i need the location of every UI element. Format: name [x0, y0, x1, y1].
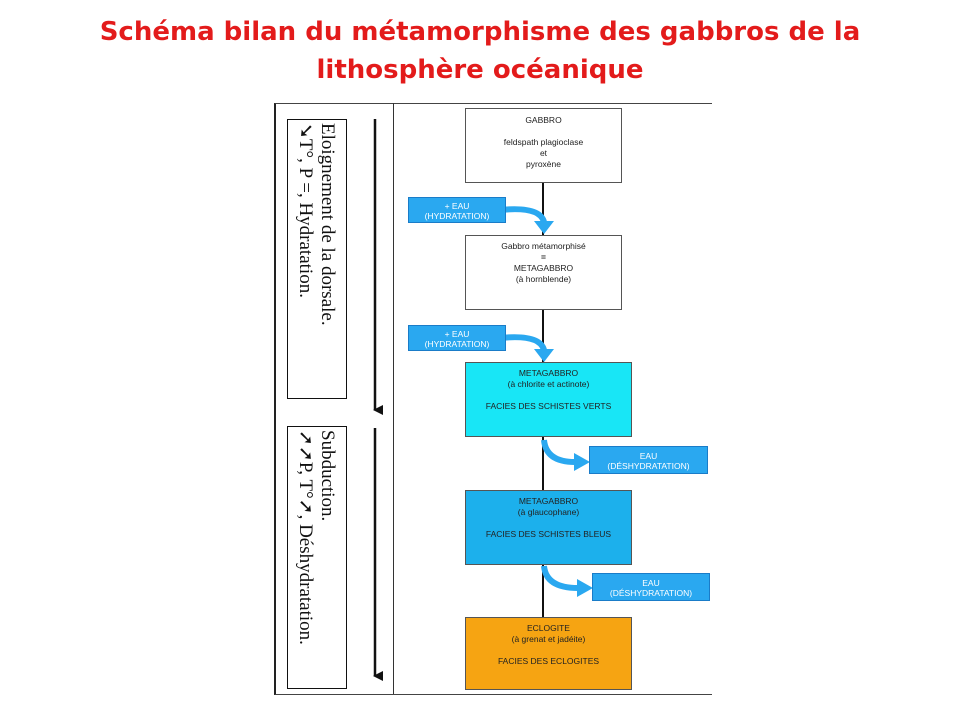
rock-box-schistes-verts: METAGABBRO (à chlorite et actinote) FACI… [465, 362, 632, 437]
rock-text: FACIES DES ECLOGITES [497, 656, 600, 666]
water-label-text: EAU [639, 451, 658, 461]
rock-text: (à grenat et jadéite) [511, 634, 586, 644]
rock-text: (à chlorite et actinote) [507, 379, 590, 389]
rock-text [466, 518, 631, 529]
rock-text [466, 645, 631, 656]
rock-text: FACIES DES SCHISTES BLEUS [485, 529, 612, 539]
water-input-label-2: + EAU (HYDRATATION) [408, 325, 506, 351]
phase-1-title: Eloignement de la dorsale. [317, 123, 338, 326]
phase-2-conditions: ➚➚P, T°➚, Déshydratation. [295, 430, 316, 645]
rock-text: GABBRO [525, 115, 562, 125]
water-output-label-2: EAU (DÉSHYDRATATION) [592, 573, 710, 601]
rock-text: METAGABBRO [513, 263, 574, 273]
rock-text: (à glaucophane) [517, 507, 580, 517]
rock-box-metagabbro-hornblende: Gabbro métamorphisé = METAGABBRO (à horn… [465, 235, 622, 310]
title-line-2: lithosphère océanique [316, 55, 644, 85]
water-input-label-1: + EAU (HYDRATATION) [408, 197, 506, 223]
rock-text [466, 390, 631, 401]
water-label-text: + EAU [444, 201, 470, 211]
water-label-text: (HYDRATATION) [424, 339, 490, 349]
phase-1-conditions: ➘T°, P =, Hydratation. [295, 123, 316, 298]
water-input-arrow-2 [499, 334, 547, 352]
rock-text: ECLOGITE [527, 623, 570, 633]
phase-box-subduction [287, 426, 347, 689]
rock-text: (à hornblende) [515, 274, 572, 284]
diagram-frame [274, 103, 712, 695]
rock-text: Gabbro métamorphisé [501, 241, 586, 251]
water-label-text: + EAU [444, 329, 470, 339]
water-label-text: (HYDRATATION) [424, 211, 490, 221]
water-output-arrow-1 [541, 439, 576, 465]
title-line-1: Schéma bilan du métamorphisme des gabbro… [99, 17, 861, 47]
phase-box-dorsale [287, 119, 347, 399]
rock-box-eclogite: ECLOGITE (à grenat et jadéite) FACIES DE… [465, 617, 632, 690]
rock-text: METAGABBRO [518, 368, 579, 378]
water-output-arrow-2 [541, 565, 579, 591]
rock-box-gabbro: GABBRO feldspath plagioclase et pyroxène [465, 108, 622, 183]
rock-text: feldspath plagioclase [503, 137, 584, 147]
water-input-arrow-1 [499, 206, 547, 224]
water-output-arrow-2-head [577, 579, 593, 597]
water-output-arrow-1-head [574, 453, 590, 471]
water-label-text: (DÉSHYDRATATION) [609, 588, 693, 598]
water-input-arrow-2-head [534, 349, 554, 362]
rock-text: = [541, 252, 546, 262]
water-output-label-1: EAU (DÉSHYDRATATION) [589, 446, 708, 474]
rock-text: pyroxène [526, 159, 561, 169]
water-label-text: (DÉSHYDRATATION) [607, 461, 690, 471]
rock-text: et [539, 148, 548, 158]
column-divider [393, 103, 394, 694]
rock-text [466, 126, 621, 137]
rock-text: METAGABBRO [518, 496, 579, 506]
rock-box-schistes-bleus: METAGABBRO (à glaucophane) FACIES DES SC… [465, 490, 632, 565]
rock-text: FACIES DES SCHISTES VERTS [485, 401, 612, 411]
water-input-arrow-1-head [534, 221, 554, 234]
water-label-text: EAU [642, 578, 660, 588]
phase-2-title: Subduction. [317, 430, 338, 522]
